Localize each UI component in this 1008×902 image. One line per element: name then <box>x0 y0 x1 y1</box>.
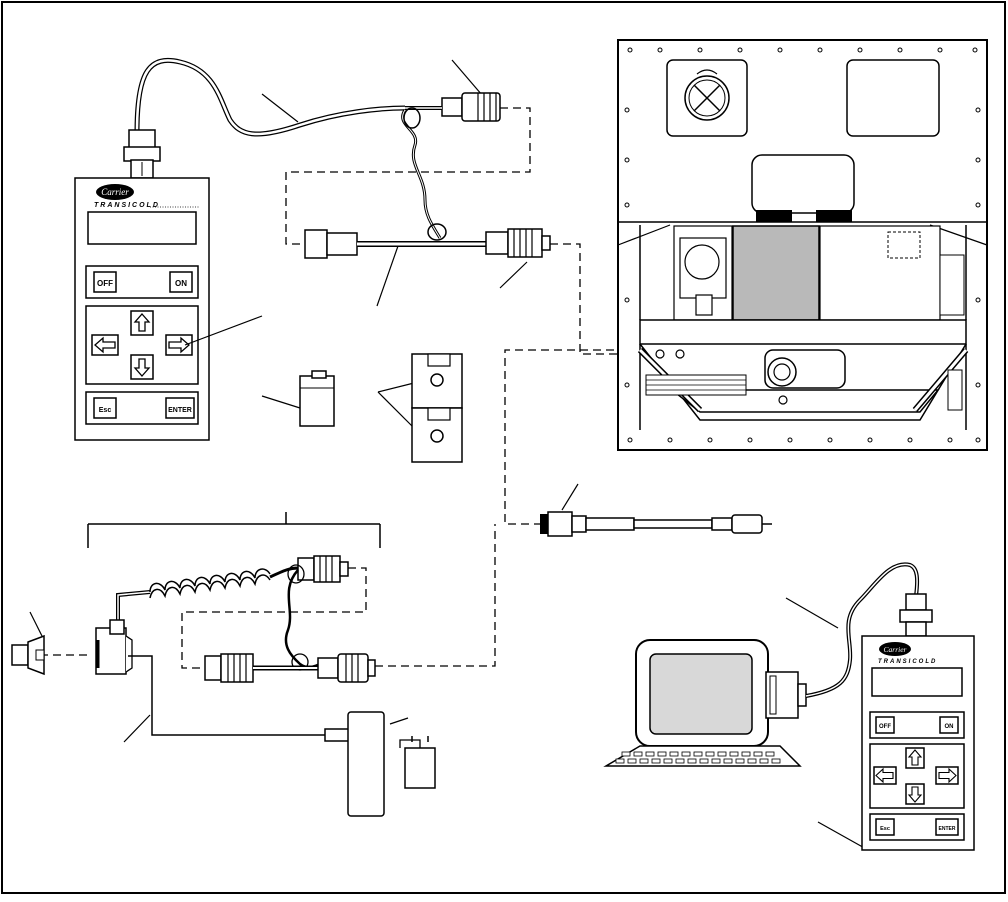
enter-label: ENTER <box>168 407 192 414</box>
brand-transicold: TRANSICOLD <box>94 202 160 209</box>
arrow-down-icon <box>133 358 151 377</box>
pc-screen <box>649 653 753 735</box>
on-button-small[interactable] <box>939 716 959 734</box>
off-label-small: OFF <box>879 724 891 730</box>
serial-adapter <box>95 627 127 675</box>
esc-button-small[interactable] <box>875 818 895 836</box>
control-box-panel <box>732 225 820 321</box>
arrow-left-icon <box>94 336 116 354</box>
off-button[interactable] <box>93 271 117 293</box>
handheld-terminal-small: Carrier TRANSICOLD OFF ON Esc ENTER <box>861 593 975 851</box>
esc-label-small: Esc <box>880 826 890 832</box>
controller-housing <box>751 154 855 214</box>
arrow-up-icon <box>133 313 151 332</box>
brand-carrier: Carrier <box>101 187 129 197</box>
refrigeration-unit-panel <box>617 39 988 451</box>
on-button[interactable] <box>169 271 193 293</box>
access-panel <box>846 59 940 137</box>
on-label: ON <box>175 279 187 288</box>
diskette-icon <box>411 407 463 463</box>
brand-carrier-small: Carrier <box>884 645 907 654</box>
arrow-down-icon <box>907 786 923 803</box>
coiled-cable-assembly <box>95 555 376 736</box>
lcd-display-small <box>871 667 963 697</box>
diskette-icon <box>411 353 463 409</box>
arrow-left-icon <box>875 767 894 784</box>
off-button-small[interactable] <box>875 716 895 734</box>
enter-button-small[interactable] <box>935 818 959 836</box>
power-adapter-icon <box>324 711 436 817</box>
fan-grille-icon <box>684 69 730 121</box>
on-label-small: ON <box>945 724 954 730</box>
carrier-logo <box>96 184 134 200</box>
carrier-logo-small <box>879 642 911 656</box>
off-label: OFF <box>97 279 113 288</box>
kit-bracket <box>87 512 381 548</box>
arrow-up-icon <box>907 749 923 766</box>
pc-computer <box>603 562 920 767</box>
cable-connector-left <box>304 229 328 259</box>
lcd-display <box>87 211 197 245</box>
handheld-terminal-large: Carrier TRANSICOLD OFF ON Esc ENTER <box>74 58 406 441</box>
db9-connector <box>128 129 156 149</box>
battery-icon <box>299 370 335 427</box>
db-plug <box>11 634 45 676</box>
esc-label: Esc <box>99 407 112 414</box>
probe-cable <box>540 511 772 537</box>
handheld-cable <box>134 58 406 137</box>
cable-connector-right <box>485 231 509 255</box>
interrogator-y-cable <box>304 92 551 259</box>
enter-label-small: ENTER <box>939 826 956 832</box>
arrow-right-icon <box>938 767 957 784</box>
enter-button[interactable] <box>165 397 195 419</box>
dashed-connections <box>40 107 640 669</box>
brand-transicold-small: TRANSICOLD <box>878 659 937 665</box>
cable-connector-top <box>441 97 463 117</box>
arrow-right-icon <box>168 336 190 354</box>
esc-button[interactable] <box>93 397 117 419</box>
